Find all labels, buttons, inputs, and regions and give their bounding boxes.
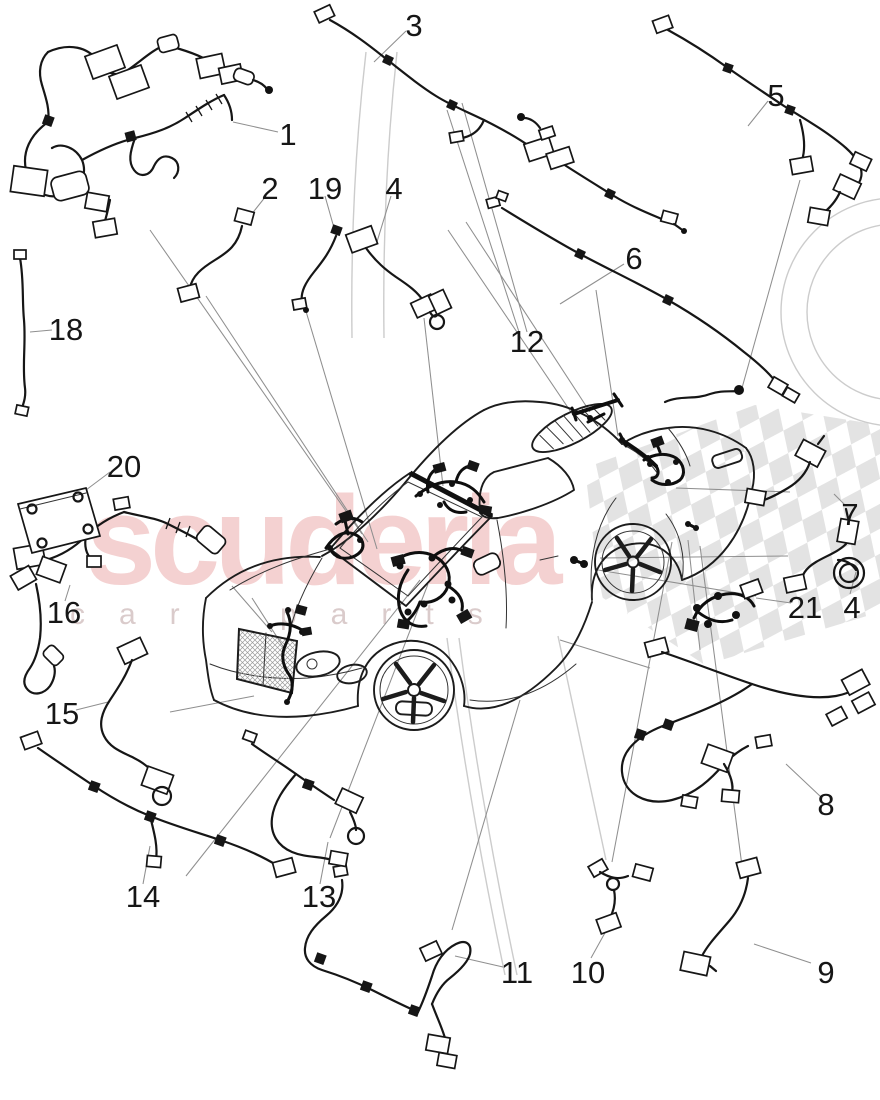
harness-8-drawing <box>620 636 877 810</box>
in-situ-harnesses <box>267 385 744 705</box>
trunk-vent <box>531 403 613 453</box>
harness-20-plate <box>16 486 102 555</box>
harness-11-drawing <box>303 863 472 1070</box>
part-number-label: 20 <box>107 449 141 484</box>
part-number-label: 7 <box>841 497 858 532</box>
part-number-label: 14 <box>126 879 160 914</box>
watermark-brand: scuderia <box>86 470 563 611</box>
part-number-label: 13 <box>302 879 336 914</box>
harness-10-drawing <box>586 857 655 936</box>
part-number-label: 9 <box>817 955 834 990</box>
rear-deck-harness-blob <box>570 392 660 480</box>
harness-4-right-drawing <box>782 507 866 594</box>
harness-7-drawing <box>743 434 827 507</box>
part-number-label: 8 <box>817 787 834 822</box>
headlight-inner <box>336 663 368 685</box>
quarter-panel-harness-blob <box>570 385 744 568</box>
part-number-label: 12 <box>510 324 544 359</box>
part-number-label: 4 <box>385 171 402 206</box>
harness-14-drawing <box>19 730 297 879</box>
part-number-label: 19 <box>308 171 342 206</box>
harness-2-drawing <box>176 207 256 304</box>
part-number-label: 3 <box>405 8 422 43</box>
harness-4-left-drawing <box>344 224 453 331</box>
side-mirror <box>472 552 502 576</box>
part-number-label: 15 <box>45 696 79 731</box>
part-number-label: 1 <box>279 117 296 152</box>
headlight-outer <box>295 650 341 678</box>
harness-19-drawing <box>291 224 343 313</box>
harness-9-drawing <box>679 856 762 977</box>
taillight <box>711 448 744 469</box>
part-number-label: 11 <box>501 955 533 990</box>
harness-18-drawing <box>13 249 30 418</box>
watermark-sub-parts: parts <box>280 598 517 631</box>
part-number-label: 21 <box>788 590 822 625</box>
rear-wheel <box>594 523 672 601</box>
windshield-top-harness-blob <box>414 459 493 516</box>
part-number-label: 5 <box>767 78 784 113</box>
harness-21-drawing <box>684 577 764 632</box>
part-number-label: 2 <box>261 171 278 206</box>
front-wheel <box>373 649 455 731</box>
part-number-label: 4 <box>843 590 860 625</box>
part-number-label: 10 <box>571 955 605 990</box>
part-number-label: 16 <box>47 595 81 630</box>
harness-13-drawing <box>241 729 366 868</box>
leader-lines <box>29 30 857 968</box>
harness-5-drawing <box>651 14 873 227</box>
grille-harness-blob <box>267 604 313 705</box>
car-outline <box>202 400 755 731</box>
harness-15-drawing <box>100 636 175 807</box>
part-labels-layer: 12 19 3 4 5 6 12 18 20 16 15 14 13 11 10 9 8 7 21 4 <box>45 8 861 990</box>
harness-1-drawing <box>9 33 273 239</box>
part-number-label: 6 <box>625 241 642 276</box>
part-number-label: 18 <box>49 312 83 347</box>
harness-6-drawing <box>485 189 801 404</box>
harness-3-12-drawing <box>313 3 687 234</box>
cowl-harness-blob <box>390 545 475 630</box>
watermark-sub-car: car <box>70 598 214 631</box>
windshield-left-harness-blob <box>324 509 365 560</box>
